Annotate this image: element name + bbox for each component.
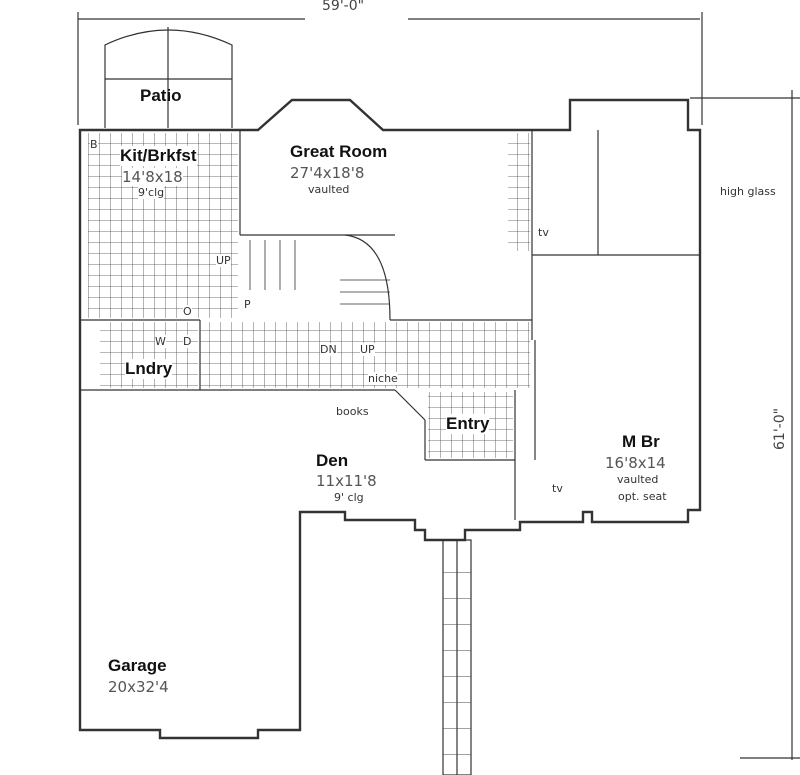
oven-label: O <box>183 305 192 318</box>
books-note: books <box>336 405 369 418</box>
garage-size: 20x32'4 <box>108 678 169 696</box>
laundry-label: Lndry <box>125 359 173 379</box>
kitchen-ceiling: 9'clg <box>138 186 165 199</box>
entry-label: Entry <box>446 414 490 434</box>
washer-label: W <box>155 335 166 348</box>
garage-label: Garage <box>108 656 167 675</box>
pantry-label: P <box>244 298 251 311</box>
bench-label: B <box>90 138 98 151</box>
niche-note: niche <box>368 372 398 385</box>
den-label: Den <box>316 451 349 470</box>
master-bedroom-note: vaulted <box>617 473 659 486</box>
optional-seat-note: opt. seat <box>618 490 667 503</box>
front-walk <box>443 560 471 775</box>
bedroom-tv-note: tv <box>552 482 563 495</box>
great-room-size: 27'4x18'8 <box>290 164 365 182</box>
patio-label: Patio <box>140 86 182 105</box>
stair-down-label: DN <box>320 343 337 356</box>
den-ceiling: 9' clg <box>334 491 364 504</box>
master-bedroom-label: M Br <box>622 432 660 451</box>
bath-tv-note: tv <box>538 226 549 239</box>
kitchen-label: Kit/Brkfst <box>120 146 197 166</box>
bath-tile-strip <box>508 133 530 251</box>
dryer-label: D <box>183 335 192 348</box>
overall-width-label: 59'-0" <box>322 0 365 14</box>
den-size: 11x11'8 <box>316 472 377 490</box>
stair-up-label: UP <box>360 343 375 356</box>
exterior-wall <box>78 98 702 740</box>
overall-depth-label: 61'-0" <box>772 407 788 450</box>
master-bedroom-size: 16'8x14 <box>605 454 666 472</box>
great-room-label: Great Room <box>290 142 388 161</box>
kitchen-up-arrow-label: UP <box>216 254 231 267</box>
kitchen-size: 14'8x18 <box>122 168 183 186</box>
great-room-note: vaulted <box>308 183 350 196</box>
high-glass-note: high glass <box>720 185 776 198</box>
